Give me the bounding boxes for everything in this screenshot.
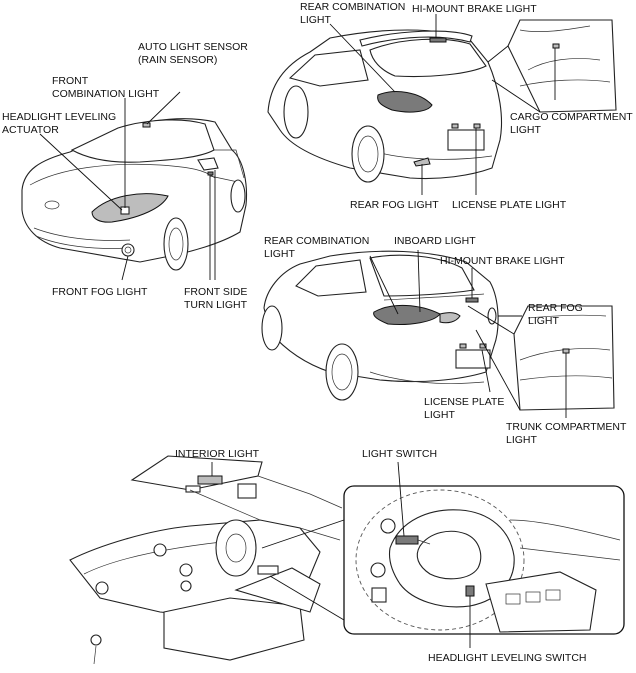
trunk-compartment-inset (467, 305, 615, 411)
label-rear-combination-light-sedan: REAR COMBINATION LIGHT (264, 235, 372, 260)
label-headlight-leveling-switch: HEADLIGHT LEVELING SWITCH (428, 652, 587, 664)
interior-light-shape (197, 475, 223, 485)
rear-combination-light-sedan-shape (373, 304, 441, 325)
label-headlight-leveling-actuator: HEADLIGHT LEVELING ACTUATOR (2, 111, 119, 136)
cargo-compartment-light-shape (552, 43, 560, 49)
leader-lines (39, 14, 567, 648)
front-side-turn-light-shape (207, 171, 214, 176)
interior-steering-wheel (215, 519, 257, 577)
front-hatchback-illustration (21, 118, 248, 271)
trunk-compartment-light-shape (562, 348, 570, 354)
front-fog-light-shape (121, 243, 135, 257)
rear-sedan-illustration (261, 250, 499, 401)
label-rear-fog-light-hatch: REAR FOG LIGHT (350, 199, 439, 211)
headlight-leveling-switch-shape (465, 585, 475, 597)
interior-illustration (69, 455, 343, 665)
label-rear-combination-light-hatch: REAR COMBINATION LIGHT (300, 1, 408, 26)
label-interior-light: INTERIOR LIGHT (175, 448, 260, 460)
rear-hatchback-illustration (267, 29, 502, 183)
headlight-leveling-actuator-shape (120, 206, 130, 215)
label-light-switch: LIGHT SWITCH (362, 448, 437, 460)
hi-mount-brake-light-sedan-shape (465, 297, 479, 303)
dashboard-detail-inset (261, 485, 625, 635)
front-combination-light-shape (91, 193, 169, 223)
label-license-plate-light-sedan: LICENSE PLATE LIGHT (424, 396, 507, 421)
license-plate-light-hatch-shape (451, 123, 459, 129)
hi-mount-brake-light-hatch-shape (429, 37, 447, 43)
label-front-combination-light: FRONT COMBINATION LIGHT (52, 75, 160, 100)
inboard-light-shape (439, 312, 461, 324)
label-trunk-compartment-light: TRUNK COMPARTMENT LIGHT (506, 421, 629, 446)
license-plate-light-sedan-shape (459, 343, 467, 349)
rear-fog-light-sedan-shape (487, 307, 497, 325)
label-inboard-light: INBOARD LIGHT (394, 235, 476, 247)
label-license-plate-light-hatch: LICENSE PLATE LIGHT (452, 199, 567, 211)
rear-combination-light-hatch-shape (377, 91, 433, 113)
auto-light-sensor-shape (142, 122, 151, 128)
light-switch-shape (395, 535, 419, 545)
label-rear-fog-light-sedan: REAR FOG LIGHT (528, 302, 586, 327)
label-hi-mount-brake-light-hatch: HI-MOUNT BRAKE LIGHT (412, 3, 537, 15)
cargo-compartment-inset (487, 19, 617, 113)
label-front-fog-light: FRONT FOG LIGHT (52, 286, 148, 298)
label-cargo-compartment-light: CARGO COMPARTMENT LIGHT (510, 111, 635, 136)
label-hi-mount-brake-light-sedan: HI-MOUNT BRAKE LIGHT (440, 255, 565, 267)
label-front-side-turn-light: FRONT SIDE TURN LIGHT (184, 286, 250, 311)
rear-fog-light-hatch-shape (413, 157, 431, 167)
label-auto-light-sensor: AUTO LIGHT SENSOR (RAIN SENSOR) (138, 41, 251, 66)
